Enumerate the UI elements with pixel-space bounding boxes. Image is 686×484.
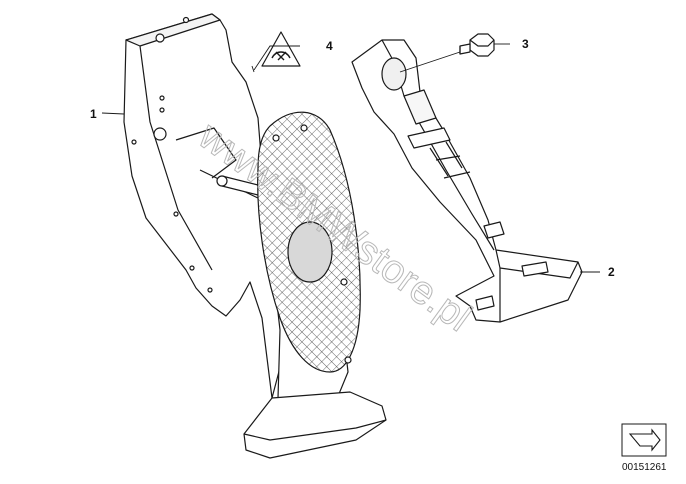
orientation-arrow-icon [628,428,661,452]
leader-line-3b [399,51,461,73]
callout-3: 3 [522,37,529,51]
leader-line-1 [101,112,125,115]
leader-arrow-4 [251,65,255,73]
pedal-bracket [351,39,583,323]
reference-number: 00151261 [622,462,667,473]
warning-label-icon [261,31,301,67]
accelerator-pedal-module [123,13,387,459]
callout-4: 4 [326,39,333,53]
reference-box: 00151261 [621,423,667,473]
screw-icon [459,33,495,57]
callout-2: 2 [608,265,615,279]
callout-1: 1 [90,107,97,121]
leader-line-4 [253,45,300,71]
leader-lines [101,43,600,273]
